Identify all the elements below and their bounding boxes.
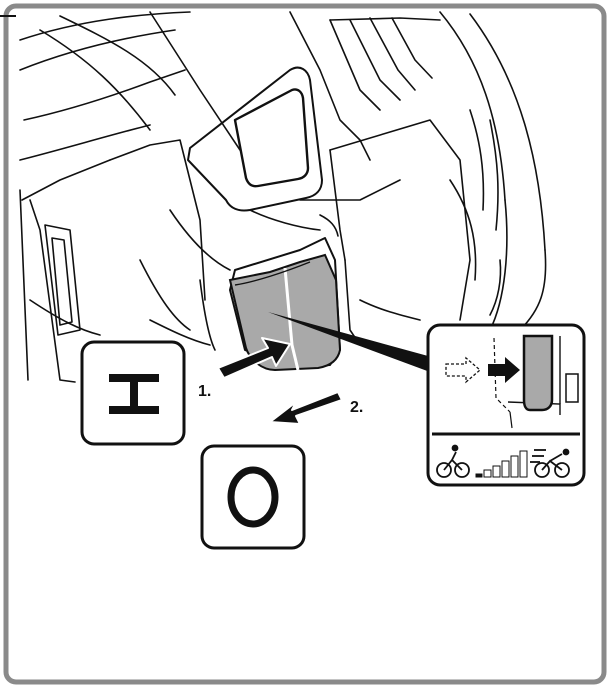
detail-inset [428, 325, 584, 485]
step2-label: 2. [350, 399, 363, 416]
inset-switch [524, 336, 552, 410]
off-symbol-box [202, 446, 304, 548]
step1-label: 1. [198, 383, 211, 400]
on-symbol-box [82, 342, 184, 444]
